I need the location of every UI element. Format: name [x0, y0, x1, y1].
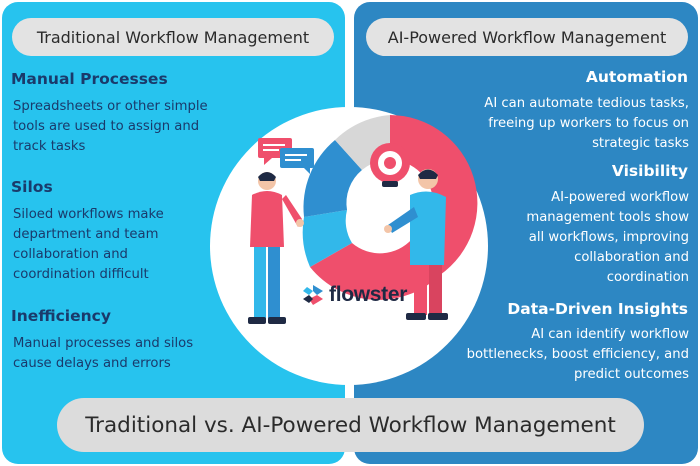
silos-text: Siloed workflows make department and tea… — [13, 205, 238, 285]
automation-line: strategic tasks — [592, 136, 689, 151]
silos-heading: Silos — [11, 178, 53, 196]
person-left-icon — [248, 172, 304, 324]
silos-line: coordination difficult — [13, 267, 149, 282]
manual-processes-text: Spreadsheets or other simple tools are u… — [13, 97, 238, 157]
automation-heading: Automation — [585, 68, 688, 86]
data-driven-insights-line: bottlenecks, boost efficiency, and — [466, 347, 689, 362]
inefficiency-text: Manual processes and silos cause delays … — [13, 334, 238, 374]
manual-processes-line: track tasks — [13, 139, 86, 154]
ai-powered-header: AI-Powered Workflow Management — [366, 18, 688, 56]
visibility-line: management tools show — [526, 210, 689, 225]
visibility-heading: Visibility — [611, 162, 688, 180]
inefficiency-heading: Inefficiency — [11, 307, 111, 325]
donut-chart-graphic — [302, 115, 478, 300]
manual-processes-line: Spreadsheets or other simple — [13, 99, 208, 114]
footer-title-pill: Traditional vs. AI-Powered Workflow Mana… — [57, 398, 644, 452]
person-right-icon — [384, 169, 448, 320]
automation-line: freeing up workers to focus on — [488, 116, 689, 131]
manual-processes-line: tools are used to assign and — [13, 119, 200, 134]
workflow-illustration — [248, 115, 478, 324]
visibility-text: AI-powered workflow management tools sho… — [459, 188, 689, 288]
data-driven-insights-text: AI can identify workflow bottlenecks, bo… — [459, 325, 689, 385]
visibility-line: collaboration and — [574, 250, 689, 265]
flowster-wordmark: flowster — [329, 283, 408, 306]
flowster-logo-icon — [303, 285, 323, 305]
data-driven-insights-line: predict outcomes — [573, 367, 689, 382]
automation-text: AI can automate tedious tasks, freeing u… — [459, 94, 689, 154]
traditional-header: Traditional Workflow Management — [12, 18, 334, 56]
automation-line: AI can automate tedious tasks, — [484, 96, 689, 111]
traditional-header-label: Traditional Workflow Management — [36, 27, 310, 47]
footer-title: Traditional vs. AI-Powered Workflow Mana… — [85, 412, 616, 438]
visibility-line: AI-powered workflow — [551, 190, 689, 205]
silos-line: Siloed workflows make — [13, 207, 164, 222]
silos-line: collaboration and — [13, 247, 128, 262]
silos-line: department and team — [13, 227, 159, 242]
visibility-line: coordination — [606, 270, 689, 285]
data-driven-insights-heading: Data-Driven Insights — [507, 300, 688, 318]
data-driven-insights-line: AI can identify workflow — [531, 327, 689, 342]
lightbulb-icon — [370, 143, 410, 187]
visibility-line: all workflows, improving — [528, 230, 689, 245]
manual-processes-heading: Manual Processes — [11, 70, 168, 88]
inefficiency-line: cause delays and errors — [13, 356, 171, 371]
flowster-brand: flowster — [301, 283, 407, 307]
ai-powered-header-label: AI-Powered Workflow Management — [387, 27, 667, 47]
chat-bubbles-icon — [258, 138, 314, 174]
inefficiency-line: Manual processes and silos — [13, 336, 194, 351]
